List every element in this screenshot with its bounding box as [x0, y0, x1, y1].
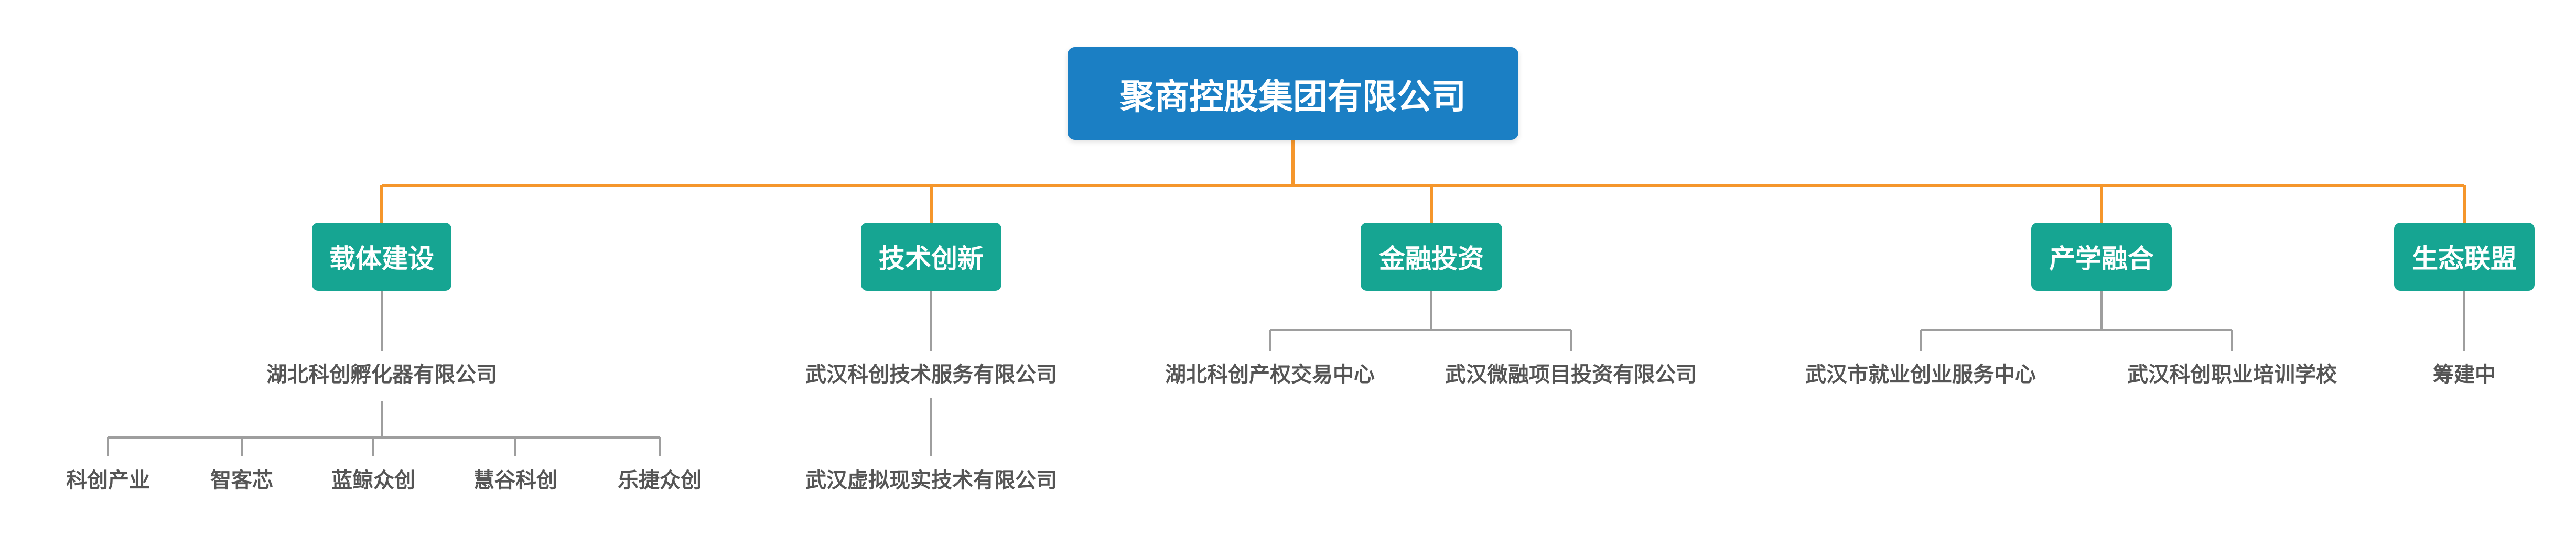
category-eco: 生态联盟 — [2394, 223, 2535, 291]
carrier-sub-label: 智客芯 — [210, 468, 273, 493]
category-label: 载体建设 — [329, 244, 434, 274]
carrier-sub-label: 科创产业 — [66, 468, 150, 493]
carrier-company-label: 湖北科创孵化器有限公司 — [266, 363, 497, 387]
carrier-sub-label: 乐捷众创 — [618, 468, 702, 493]
root-title: 聚商控股集团有限公司 — [1120, 76, 1466, 117]
category-carrier: 载体建设 — [312, 223, 451, 291]
category-finance: 金融投资 — [1361, 223, 1502, 291]
category-edu: 产学融合 — [2031, 223, 2172, 291]
category-label: 生态联盟 — [2412, 244, 2517, 274]
tech-company-label: 武汉科创技术服务有限公司 — [805, 363, 1057, 387]
carrier-sub-label: 慧谷科创 — [473, 468, 557, 493]
category-label: 金融投资 — [1379, 244, 1484, 274]
category-label: 技术创新 — [879, 244, 984, 274]
carrier-sub-label: 蓝鲸众创 — [331, 468, 415, 493]
finance-item-label: 湖北科创产权交易中心 — [1165, 363, 1375, 387]
category-label: 产学融合 — [2049, 244, 2154, 274]
category-tech: 技术创新 — [861, 223, 1001, 291]
edu-item-label: 武汉市就业创业服务中心 — [1805, 363, 2036, 387]
root-node: 聚商控股集团有限公司 — [1068, 47, 1518, 140]
tech-company-label: 武汉虚拟现实技术有限公司 — [805, 468, 1057, 493]
eco-item-label: 筹建中 — [2433, 363, 2496, 387]
finance-item-label: 武汉微融项目投资有限公司 — [1445, 363, 1697, 387]
edu-item-label: 武汉科创职业培训学校 — [2127, 363, 2337, 387]
